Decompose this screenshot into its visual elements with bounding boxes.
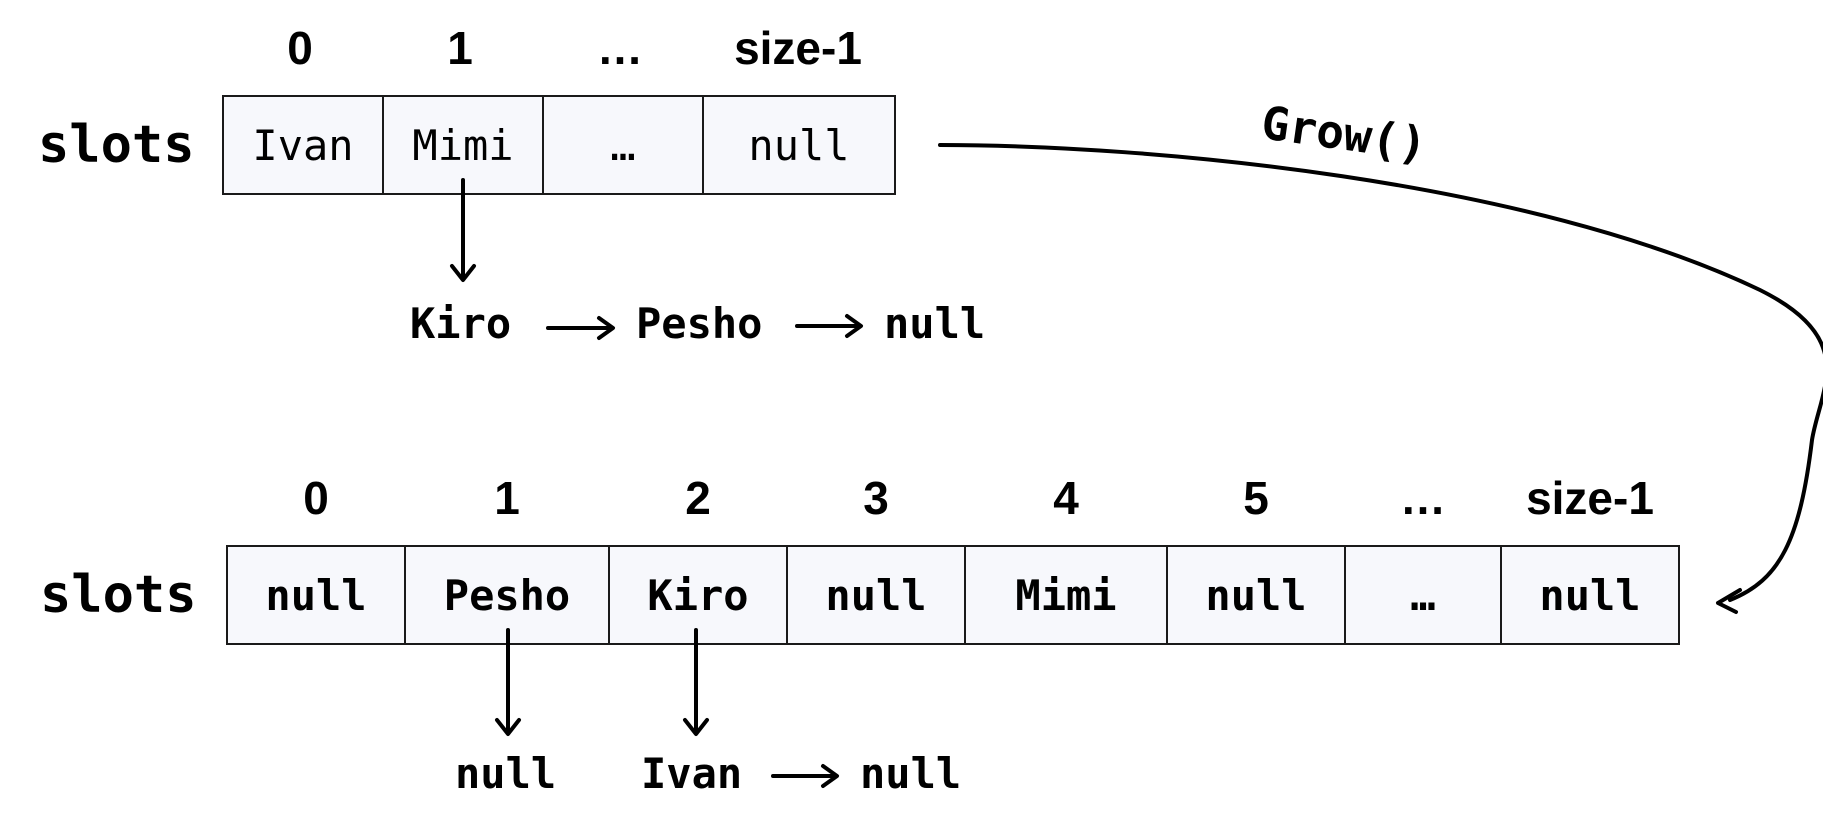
arrow-pesho-to-null-head [845,314,863,338]
bottom-index-last: size-1 [1526,472,1654,524]
bottom-slot-0: null [226,545,406,645]
bottom-slot-5: null [1166,545,1346,645]
bottom-slot-ellipsis: … [1344,545,1502,645]
bottom-index-3: 3 [863,472,889,524]
bottom-slots-label: slots [40,565,197,625]
bottom-slot-4: Mimi [964,545,1168,645]
top-chain-node-pesho: Pesho [636,299,763,348]
bottom-slot-last: null [1500,545,1680,645]
bottom-chain-node-ivan: Ivan [641,749,743,798]
bottom-index-2: 2 [685,472,711,524]
arrow-kiro-to-pesho-head [597,316,615,340]
top-slots-label: slots [38,115,195,175]
bottom-index-5: 5 [1243,472,1269,524]
bottom-index-ellipsis: … [1400,472,1446,524]
top-slot-last: null [702,95,896,195]
bottom-slot-1: Pesho [404,545,610,645]
top-slot-ellipsis: … [542,95,704,195]
arrow-mimi-to-kiro-head [450,264,476,282]
bottom-chain-pesho-null: null [455,749,557,798]
top-index-1: 1 [447,22,473,74]
top-chain-node-null: null [884,299,986,348]
top-slot-0: Ivan [222,95,384,195]
arrow-pesho-down-head [495,718,521,736]
bottom-index-4: 4 [1053,472,1079,524]
bottom-chain-kiro-null: null [860,749,962,798]
top-index-last: size-1 [734,22,862,74]
top-chain-node-kiro: Kiro [410,299,512,348]
arrow-kiro-down-head [683,718,709,736]
bottom-slot-2: Kiro [608,545,788,645]
bottom-slot-3: null [786,545,966,645]
top-index-ellipsis: … [597,22,643,74]
arrow-ivan-to-null-head [821,764,839,788]
top-index-0: 0 [287,22,313,74]
bottom-index-1: 1 [494,472,520,524]
grow-curve-arrow-head [1716,588,1742,614]
bottom-index-0: 0 [303,472,329,524]
grow-curve-arrow [938,143,1823,602]
